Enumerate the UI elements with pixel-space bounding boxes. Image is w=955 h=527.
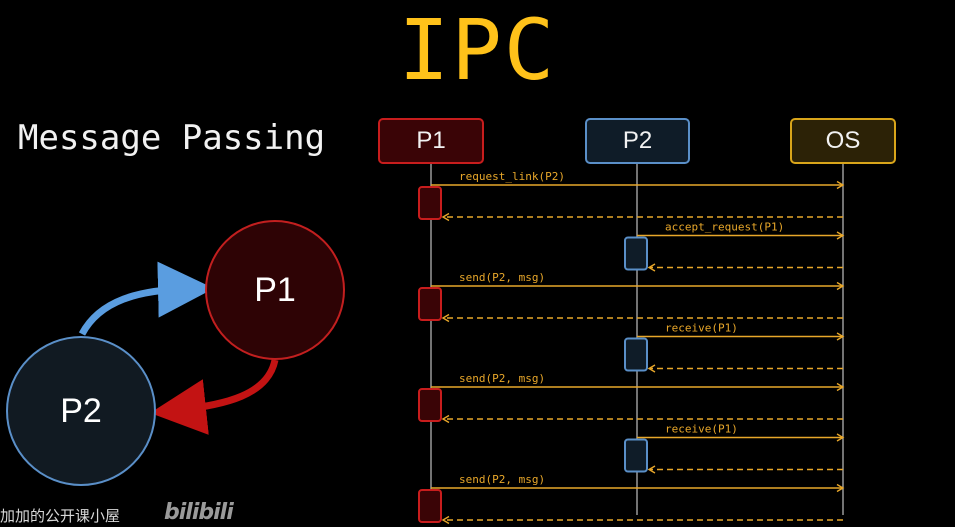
activation-box-p2 — [624, 438, 648, 473]
message-arrowhead — [836, 483, 845, 493]
message-arrowhead — [836, 382, 845, 392]
message-arrowhead — [836, 231, 845, 240]
activation-box-p1 — [418, 186, 442, 220]
return-arrowhead — [647, 263, 656, 272]
return-arrowhead — [441, 313, 450, 323]
message-arrowhead — [836, 180, 845, 190]
activation-box-p2 — [624, 337, 648, 372]
activation-box-p1 — [418, 388, 442, 422]
message-label: request_link(P2) — [459, 170, 565, 183]
return-arrowhead — [647, 364, 656, 373]
message-arrowhead — [836, 332, 845, 341]
return-arrowhead — [647, 465, 656, 474]
messages: request_link(P2) accept_request(P1) send(P… — [418, 170, 845, 525]
lane-header-os: OS — [790, 118, 896, 164]
p2-to-p1-arrow — [78, 261, 214, 336]
relationship-arrows — [78, 261, 279, 435]
activation-box-p1 — [418, 489, 442, 523]
p1-to-p2-arrow — [150, 359, 279, 435]
return-arrowhead — [441, 212, 450, 222]
activation-box-p2 — [624, 236, 648, 271]
subtitle: Message Passing — [18, 118, 326, 158]
process-p2-node: P2 — [6, 336, 156, 486]
message-arrowhead — [836, 281, 845, 291]
return-arrowhead — [441, 515, 450, 525]
activation-box-p1 — [418, 287, 442, 321]
watermark-text: 加加的公开课小屋 — [0, 507, 121, 525]
message-label: send(P2, msg) — [459, 271, 545, 284]
message-label: receive(P1) — [665, 423, 738, 436]
message-label: accept_request(P1) — [665, 221, 784, 234]
page-title: IPC — [398, 1, 557, 99]
watermark-logo: bilibili — [164, 500, 234, 525]
message-arrowhead — [836, 433, 845, 442]
lane-header-p2: P2 — [585, 118, 690, 164]
message-label: receive(P1) — [665, 322, 738, 335]
process-p1-node: P1 — [205, 220, 345, 360]
return-arrowhead — [441, 414, 450, 424]
message-label: send(P2, msg) — [459, 473, 545, 486]
message-label: send(P2, msg) — [459, 372, 545, 385]
lane-header-p1: P1 — [378, 118, 484, 164]
